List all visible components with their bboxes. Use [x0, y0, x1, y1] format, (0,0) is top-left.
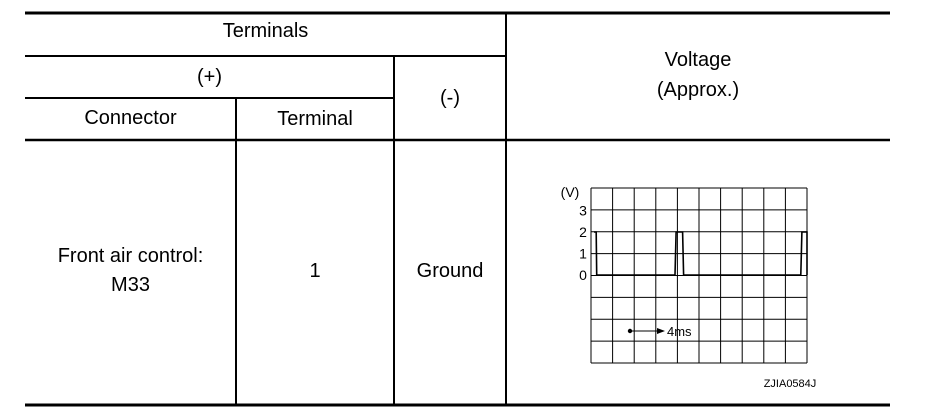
- waveform-line: [594, 231, 808, 276]
- cell-ground: Ground: [416, 260, 484, 282]
- header-voltage: Voltage: [664, 49, 732, 71]
- header-voltage-approx: (Approx.): [656, 79, 740, 101]
- image-code: ZJIA0584J: [764, 378, 817, 390]
- time-scale-label: 4ms: [667, 324, 692, 339]
- voltage-unit-label: (V): [561, 184, 580, 200]
- y-tick-label: 1: [579, 246, 587, 262]
- header-terminals: Terminals: [222, 20, 309, 42]
- cell-connector-code: M33: [111, 274, 150, 296]
- y-tick-label: 3: [579, 203, 587, 219]
- cell-terminal-number: 1: [309, 260, 321, 282]
- header-minus: (-): [440, 87, 460, 109]
- time-scale-marker: [627, 328, 665, 334]
- header-connector: Connector: [84, 107, 177, 129]
- oscilloscope-y-ticks: 3 2 1 0: [579, 203, 587, 284]
- y-tick-label: 0: [579, 267, 587, 283]
- header-plus: (+): [197, 66, 222, 88]
- header-terminal: Terminal: [277, 108, 353, 130]
- y-tick-label: 2: [579, 224, 587, 240]
- cell-connector-name: Front air control:: [57, 245, 204, 267]
